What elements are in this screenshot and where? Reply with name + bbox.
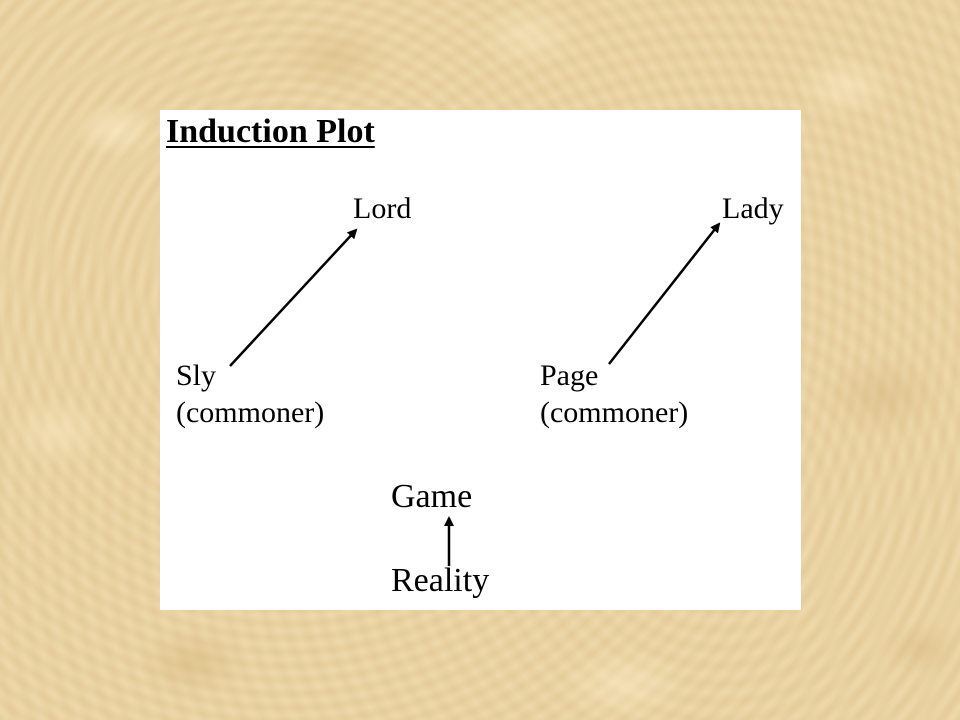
- arrows-layer: [229, 222, 721, 566]
- sly-label: Sly: [176, 359, 217, 392]
- page-label: Page: [540, 359, 599, 392]
- lord-label: Lord: [353, 192, 412, 225]
- page-to-lady-arrow: [608, 222, 721, 365]
- page-note: (commoner): [540, 396, 689, 429]
- diagram-panel: Induction Plot Lord Sly (commoner) Lady …: [160, 110, 801, 610]
- reality-label: Reality: [391, 562, 490, 599]
- sly-to-lord-arrow: [229, 228, 358, 367]
- game-label: Game: [391, 478, 473, 515]
- sly-note: (commoner): [176, 396, 325, 429]
- diagram-title: Induction Plot: [166, 113, 375, 150]
- lady-label: Lady: [722, 192, 784, 225]
